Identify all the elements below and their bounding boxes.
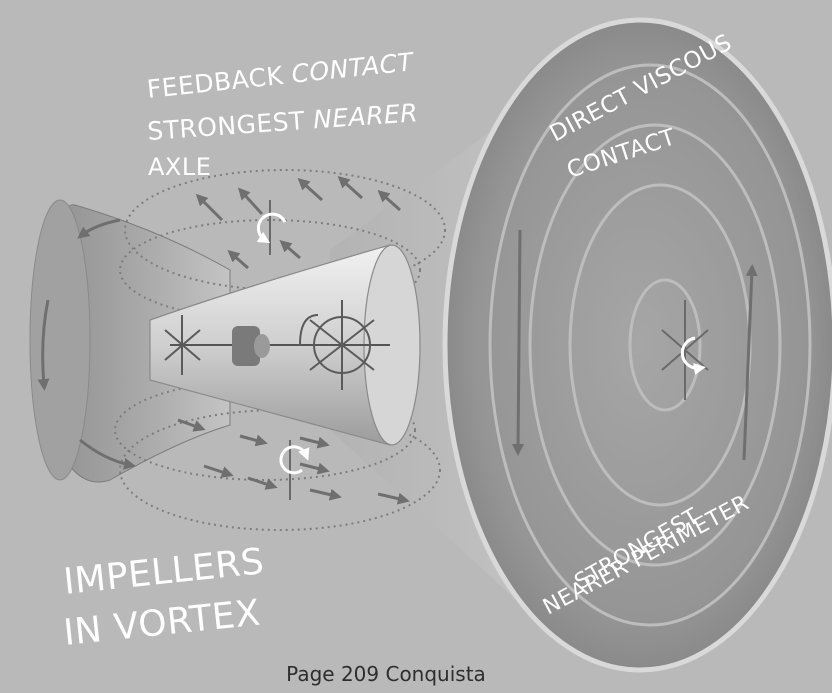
funnel-arrow xyxy=(37,299,50,391)
impellers-label-line1: IMPELLERS xyxy=(62,541,267,603)
impellers-label-line2: IN VORTEX xyxy=(62,593,263,654)
impeller-left xyxy=(164,315,201,375)
page-caption: Page 209 Conquista xyxy=(286,662,486,686)
impeller-right xyxy=(299,300,375,390)
feedback-label-line3: AXLE xyxy=(148,153,211,181)
feedback-label-line2: STRONGEST NEARER xyxy=(146,98,419,146)
impeller-disc-center xyxy=(661,300,709,400)
disc-arrow-down xyxy=(512,229,525,456)
funnel-mouth xyxy=(29,199,91,481)
disc-rings xyxy=(488,63,812,627)
disc-arrow-up xyxy=(742,264,758,461)
hub xyxy=(232,326,270,366)
impeller-top xyxy=(256,200,287,255)
impeller-bottom xyxy=(279,440,310,500)
feedback-arrows-top xyxy=(195,175,401,270)
feedback-label-line1: FEEDBACK CONTACT xyxy=(146,47,416,104)
disc xyxy=(442,17,832,673)
funnel-arrow xyxy=(79,438,136,470)
feedback-arrows-bottom xyxy=(177,418,410,505)
funnel-arrow xyxy=(77,218,121,239)
